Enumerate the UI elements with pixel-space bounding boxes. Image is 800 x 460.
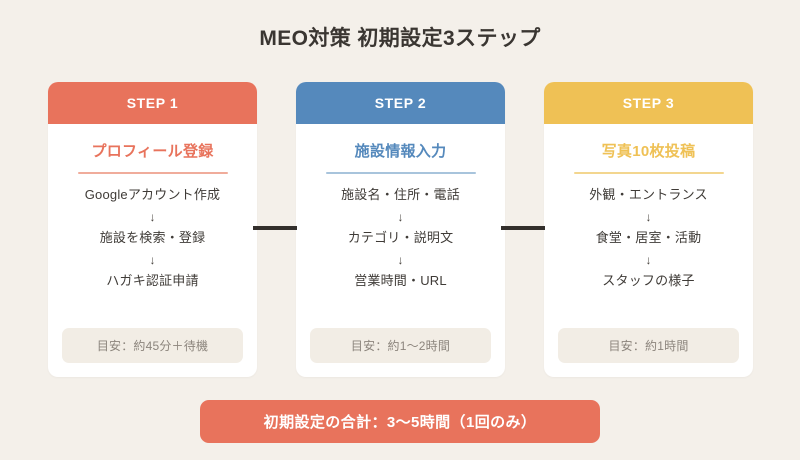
connector-step1-step2 — [253, 226, 297, 230]
step-card-3: STEP 3 写真10枚投稿 外観・エントランス ↓ 食堂・居室・活動 ↓ スタ… — [544, 82, 753, 377]
down-arrow-icon: ↓ — [149, 252, 156, 267]
step-card-2-flow: 施設名・住所・電話 ↓ カテゴリ・説明文 ↓ 営業時間・URL — [310, 187, 491, 328]
step-card-1-divider — [77, 172, 228, 174]
step-card-2-divider — [325, 172, 476, 174]
flow-item: Googleアカウント作成 — [84, 187, 221, 202]
steps-card-row: STEP 1 プロフィール登録 Googleアカウント作成 ↓ 施設を検索・登録… — [48, 82, 753, 377]
step-card-2: STEP 2 施設情報入力 施設名・住所・電話 ↓ カテゴリ・説明文 ↓ 営業時… — [296, 82, 505, 377]
flow-item: 食堂・居室・活動 — [595, 229, 702, 245]
down-arrow-icon: ↓ — [397, 209, 404, 224]
step-card-3-time-badge: 目安：約1時間 — [558, 328, 739, 363]
down-arrow-icon: ↓ — [397, 252, 404, 267]
flow-item: ハガキ認証申請 — [106, 272, 199, 288]
step-card-1: STEP 1 プロフィール登録 Googleアカウント作成 ↓ 施設を検索・登録… — [48, 82, 257, 377]
flow-item: カテゴリ・説明文 — [347, 229, 454, 245]
flow-item: 施設名・住所・電話 — [341, 187, 460, 202]
step-card-1-flow: Googleアカウント作成 ↓ 施設を検索・登録 ↓ ハガキ認証申請 — [62, 187, 243, 328]
step-card-1-body: プロフィール登録 Googleアカウント作成 ↓ 施設を検索・登録 ↓ ハガキ認… — [48, 124, 257, 377]
down-arrow-icon: ↓ — [645, 252, 652, 267]
connector-step2-step3 — [501, 226, 545, 230]
down-arrow-icon: ↓ — [645, 209, 652, 224]
step-card-1-subtitle: プロフィール登録 — [91, 143, 214, 160]
down-arrow-icon: ↓ — [149, 209, 156, 224]
step-card-1-time-badge: 目安：約45分＋待機 — [62, 328, 243, 363]
step-card-3-body: 写真10枚投稿 外観・エントランス ↓ 食堂・居室・活動 ↓ スタッフの様子 目… — [544, 124, 753, 377]
step-card-3-subtitle: 写真10枚投稿 — [601, 143, 696, 160]
step-card-3-header: STEP 3 — [544, 82, 753, 124]
flow-item: 外観・エントランス — [589, 187, 708, 202]
page-title: MEO対策 初期設定3ステップ — [259, 27, 541, 50]
summary-total-bar: 初期設定の合計：3〜5時間（1回のみ） — [200, 400, 600, 443]
step-card-2-header: STEP 2 — [296, 82, 505, 124]
step-card-3-divider — [573, 172, 724, 174]
flow-item: 営業時間・URL — [354, 272, 447, 288]
step-card-1-header: STEP 1 — [48, 82, 257, 124]
step-card-2-body: 施設情報入力 施設名・住所・電話 ↓ カテゴリ・説明文 ↓ 営業時間・URL 目… — [296, 124, 505, 377]
step-card-3-flow: 外観・エントランス ↓ 食堂・居室・活動 ↓ スタッフの様子 — [558, 187, 739, 328]
flow-item: 施設を検索・登録 — [99, 229, 206, 245]
flow-item: スタッフの様子 — [602, 272, 695, 288]
step-card-2-time-badge: 目安：約1〜2時間 — [310, 328, 491, 363]
step-card-2-subtitle: 施設情報入力 — [354, 143, 447, 160]
